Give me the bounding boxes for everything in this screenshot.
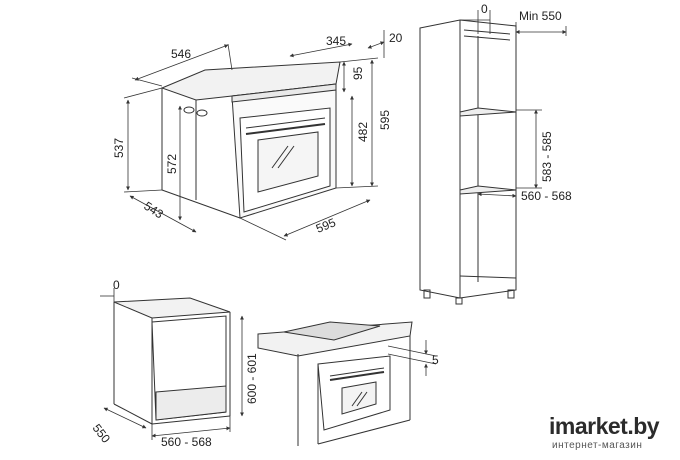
label-tower-gap: 0	[481, 2, 488, 16]
built-in-drawing	[257, 321, 413, 446]
label-oven-top-depth: 345	[326, 34, 346, 48]
label-tower-min: Min 550	[519, 9, 562, 23]
label-oven-depth: 543	[141, 199, 166, 222]
oven-dimension-lines	[123, 30, 385, 241]
label-tower-niche-height: 583 - 585	[540, 131, 554, 182]
watermark-tagline: интернет-магазин	[552, 440, 643, 451]
base-cabinet-dimension-lines	[100, 288, 244, 440]
label-base-height: 600 - 601	[245, 353, 259, 404]
watermark-brand: imarket.by	[549, 413, 660, 439]
label-oven-height-side: 537	[112, 138, 126, 158]
label-oven-width: 546	[171, 47, 191, 61]
label-inner-height: 572	[165, 154, 179, 174]
label-hob-gap: 5	[432, 353, 439, 367]
label-tower-niche-width: 560 - 568	[521, 189, 572, 203]
label-door-height: 482	[356, 122, 370, 142]
tall-cabinet-dimension-lines	[460, 10, 567, 198]
label-base-gap: 0	[113, 278, 120, 292]
oven-drawing	[160, 61, 341, 219]
built-in-dimension-lines	[387, 340, 437, 376]
base-cabinet-drawing	[113, 297, 231, 425]
label-front-panel: 20	[389, 31, 403, 45]
label-panel-95: 95	[351, 66, 365, 80]
tall-cabinet-drawing	[419, 19, 517, 305]
label-base-width: 560 - 568	[161, 435, 212, 449]
label-oven-height-front: 595	[378, 110, 392, 130]
label-base-depth: 550	[90, 421, 114, 446]
label-front-width: 595	[314, 215, 338, 236]
